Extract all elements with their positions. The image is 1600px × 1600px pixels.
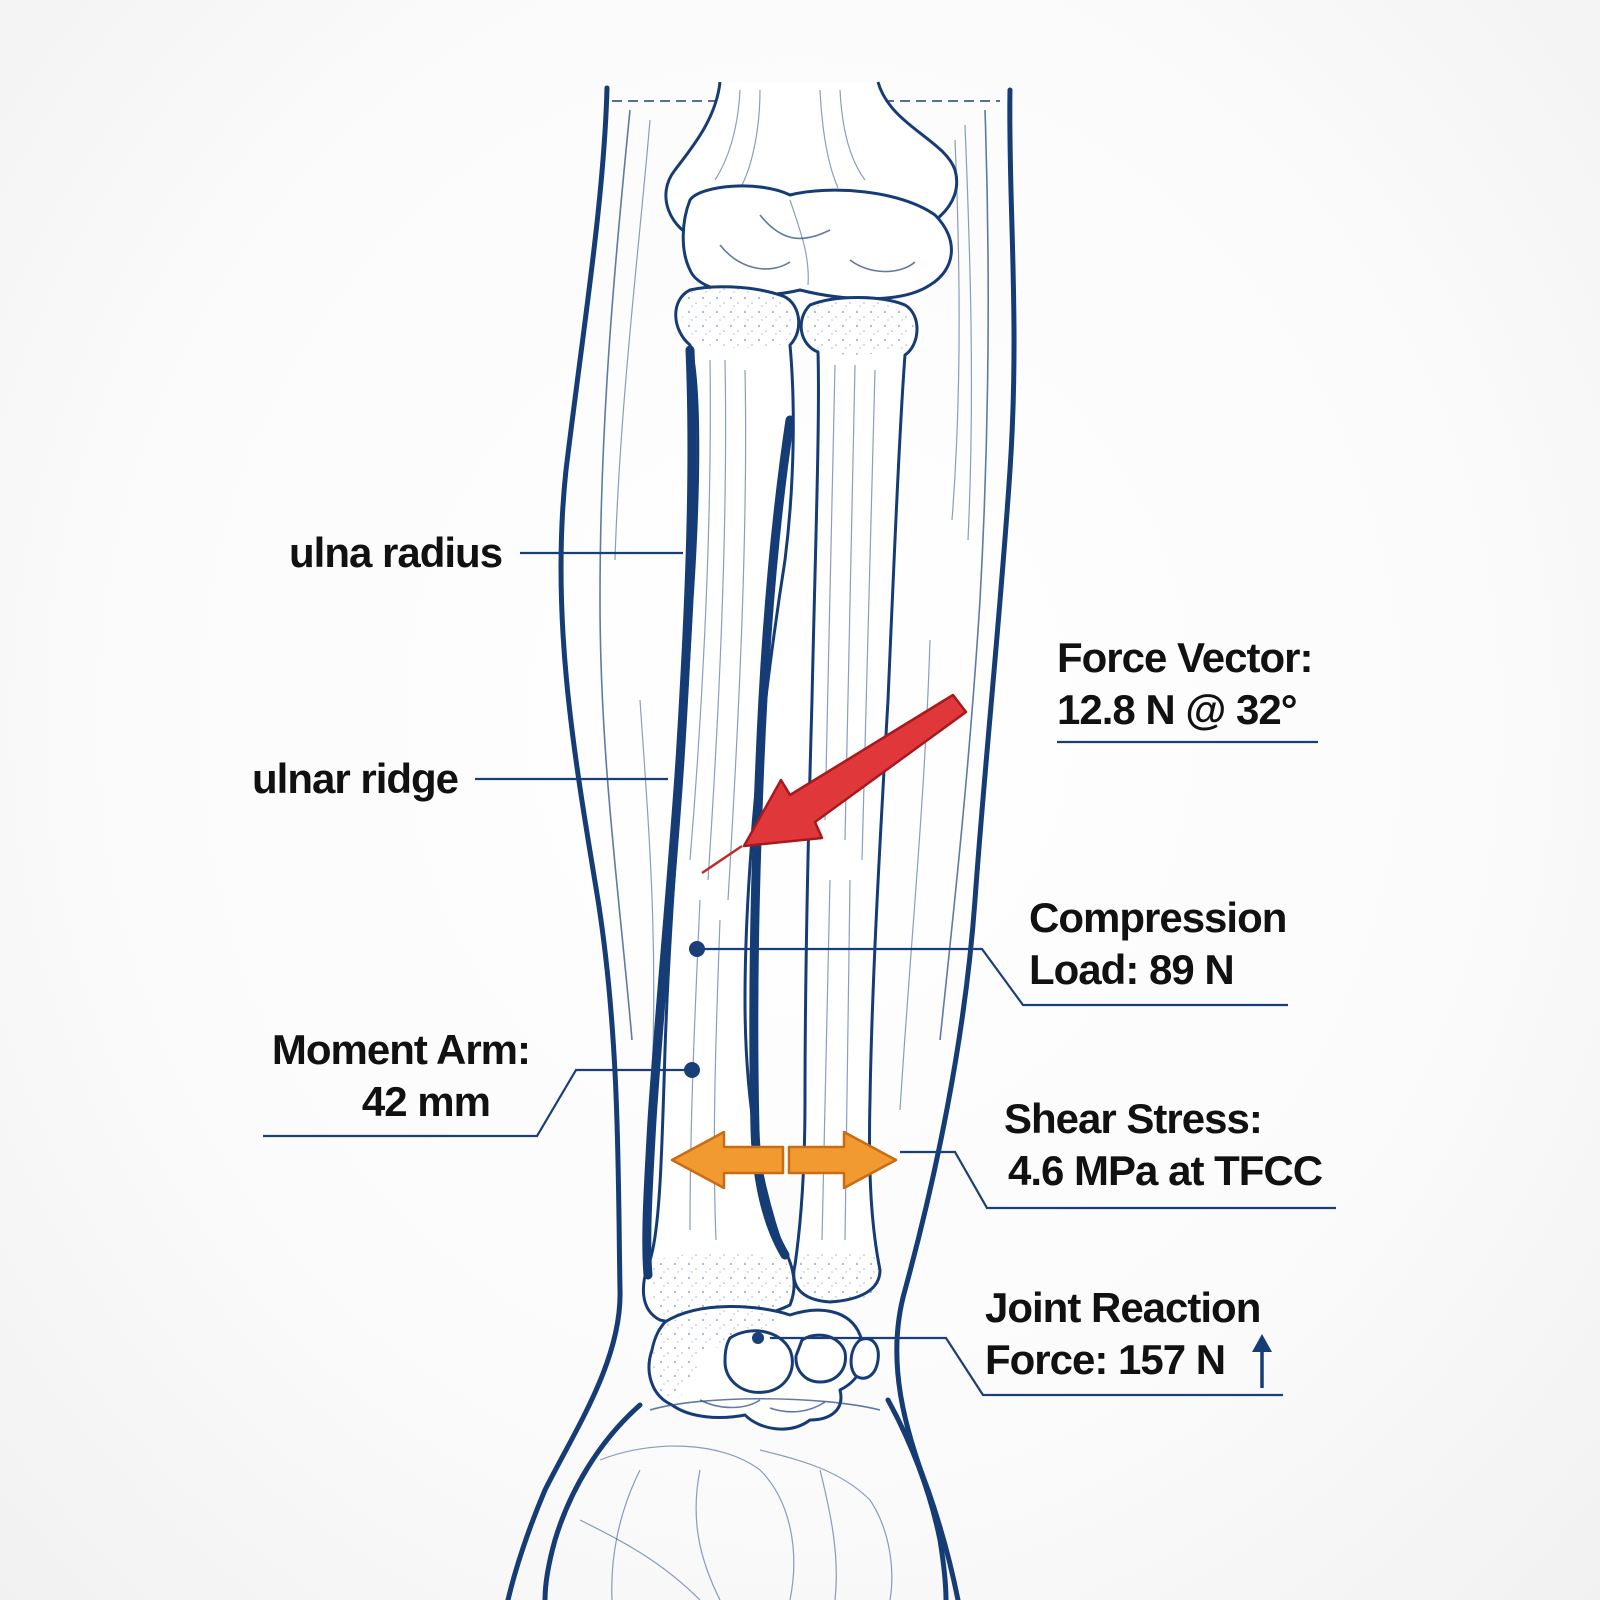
compression-label: Compression Load: 89 N [1029, 892, 1287, 996]
force-vector-label: Force Vector: 12.8 N @ 32° [1057, 632, 1313, 736]
joint-reaction-value: Force: 157 N [985, 1336, 1226, 1383]
callout-lines [263, 551, 1336, 1397]
joint-reaction-leader [770, 1336, 1283, 1397]
shear-arrows-icon [670, 1130, 898, 1190]
compression-value: Load: 89 N [1029, 946, 1235, 993]
compression-title: Compression [1029, 894, 1287, 941]
joint-reaction-title: Joint Reaction [985, 1284, 1261, 1331]
forearm-outline [505, 85, 1017, 1600]
moment-arm-label: Moment Arm: 42 mm [266, 1024, 531, 1128]
hand-outline [542, 1397, 949, 1600]
shear-stress-value: 4.6 MPa at TFCC [1008, 1147, 1323, 1194]
ulnar-ridge-label: ulnar ridge [252, 753, 459, 805]
moment-arm-leader [263, 1068, 692, 1138]
force-vector-arrow-icon [701, 693, 968, 875]
ulna-radius-text: ulna radius [289, 529, 503, 576]
humerus-bone [664, 81, 959, 301]
compression-point [689, 941, 705, 957]
shear-stress-leader [900, 1150, 1336, 1210]
moment-arm-point [684, 1062, 700, 1078]
radius-bone [792, 296, 919, 1304]
carpal-bones [647, 1305, 880, 1431]
moment-arm-value: 42 mm [361, 1078, 491, 1125]
moment-arm-title: Moment Arm: [271, 1026, 531, 1073]
joint-reaction-label: Joint Reaction Force: 157 N [985, 1282, 1261, 1386]
ulnar-ridge-text: ulnar ridge [252, 755, 459, 802]
ulna-bone [641, 285, 801, 1326]
compression-leader [697, 947, 1288, 1007]
shear-stress-title: Shear Stress: [1004, 1095, 1263, 1142]
ulna-radius-label: ulna radius [289, 527, 503, 579]
shear-stress-label: Shear Stress: 4.6 MPa at TFCC [1004, 1093, 1323, 1197]
force-vector-value: 12.8 N @ 32° [1057, 686, 1298, 733]
joint-reaction-up-arrow-icon [1252, 1334, 1272, 1388]
force-vector-title: Force Vector: [1057, 634, 1313, 681]
